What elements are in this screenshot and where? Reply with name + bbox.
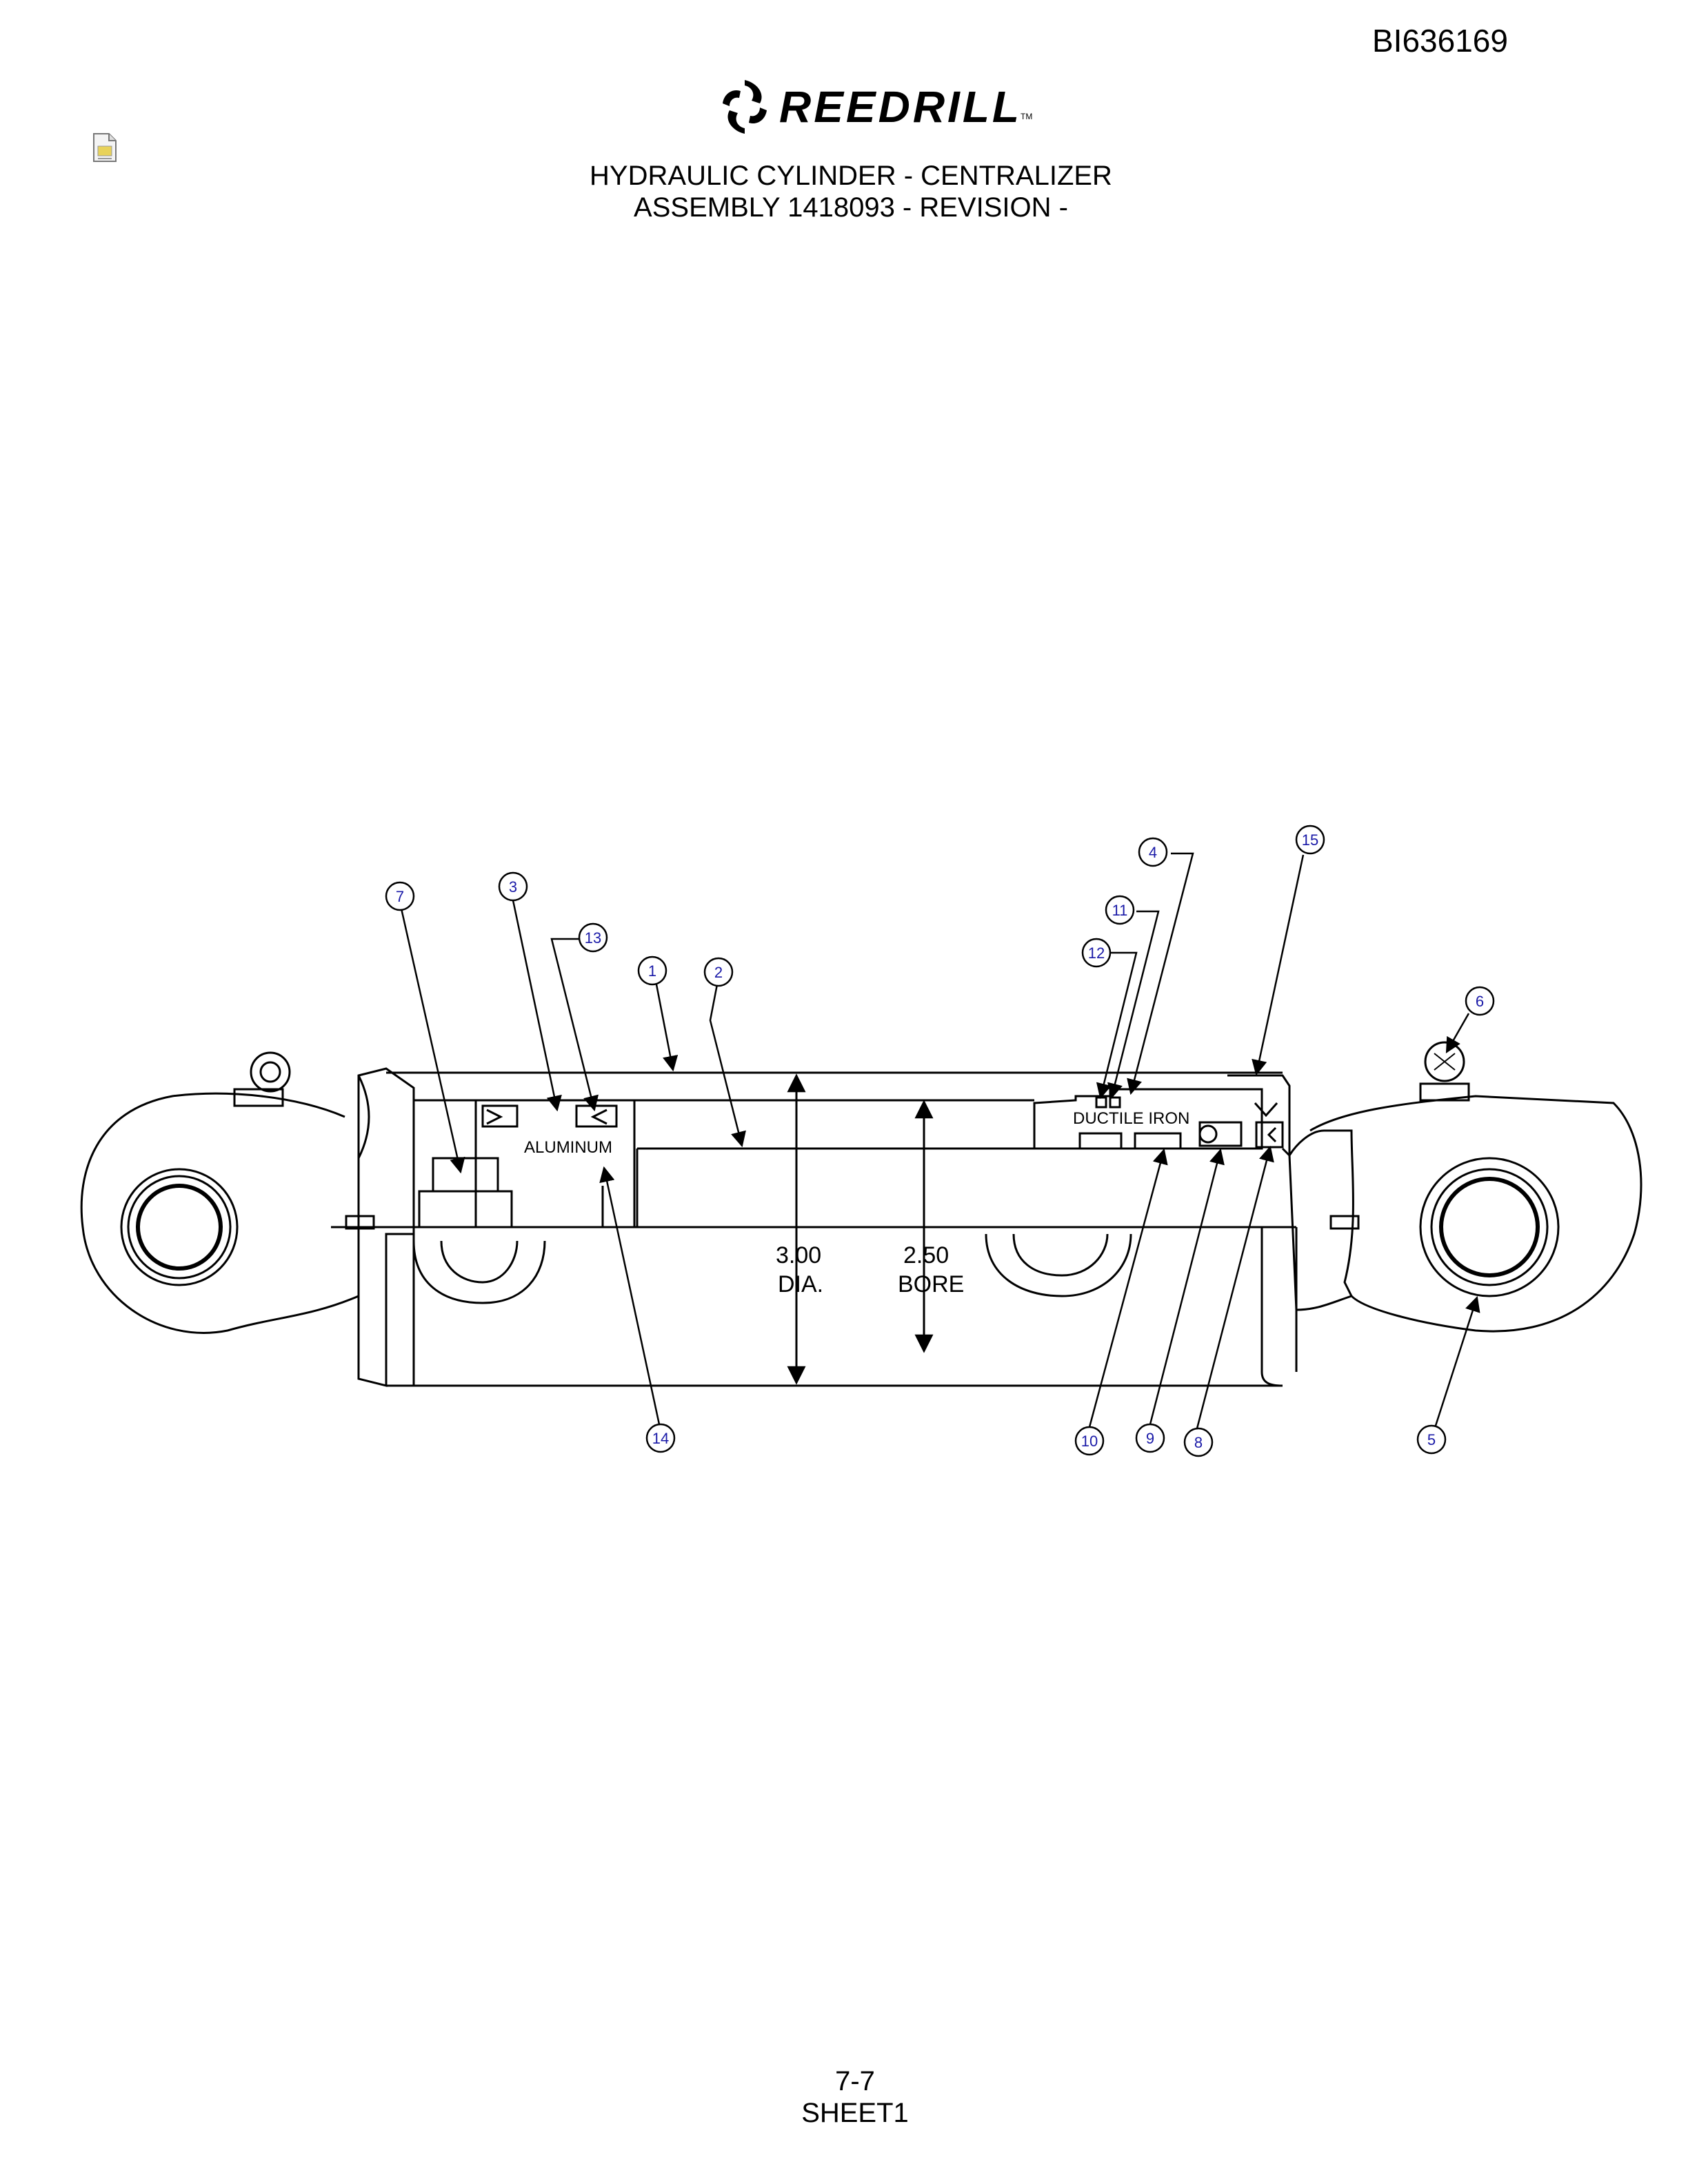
material-label-aluminum: ALUMINUM	[524, 1138, 612, 1157]
drawing-title: HYDRAULIC CYLINDER - CENTRALIZER ASSEMBL…	[0, 160, 1688, 223]
left-bushing-mid	[127, 1175, 232, 1280]
dimension-label-dia: DIA.	[778, 1271, 823, 1297]
title-line-2: ASSEMBLY 1418093 - REVISION -	[634, 192, 1068, 223]
document-icon[interactable]	[91, 132, 119, 163]
callout-1	[637, 956, 667, 986]
callout-label-4: 4	[1149, 844, 1157, 861]
dimension-value-dia: 3.00	[776, 1242, 821, 1268]
right-bushing-outer	[1419, 1157, 1560, 1297]
reedrill-logo-icon	[723, 80, 767, 134]
callout-balloons	[385, 825, 1495, 1457]
right-grease-fitting	[1419, 1082, 1470, 1102]
callout-15	[1295, 825, 1325, 855]
callout-2	[703, 957, 734, 987]
callout-6	[1465, 986, 1495, 1016]
callout-label-1: 1	[648, 962, 656, 980]
material-label-ductile-iron: DUCTILE IRON	[1073, 1109, 1189, 1128]
right-mount-port	[985, 1233, 1132, 1297]
callout-3	[498, 871, 528, 902]
callout-label-13: 13	[585, 929, 601, 947]
callout-14	[645, 1423, 676, 1453]
title-line-1: HYDRAULIC CYLINDER - CENTRALIZER	[590, 161, 1112, 191]
callout-label-14: 14	[652, 1430, 669, 1447]
callout-label-6: 6	[1476, 993, 1484, 1010]
callout-8	[1183, 1427, 1214, 1457]
callout-label-3: 3	[509, 878, 517, 896]
dimension-value-bore: 2.50	[903, 1242, 949, 1268]
callout-label-11: 11	[1112, 902, 1128, 919]
brand-name: REEDRILL	[779, 82, 1022, 132]
callout-5	[1416, 1424, 1447, 1455]
callout-7	[385, 881, 415, 911]
piston	[474, 1099, 636, 1228]
callout-9	[1135, 1423, 1165, 1453]
callout-label-10: 10	[1081, 1433, 1098, 1450]
callout-11	[1105, 895, 1135, 925]
callout-12	[1081, 938, 1112, 968]
callout-label-5: 5	[1427, 1431, 1436, 1448]
right-bushing-mid	[1430, 1168, 1549, 1286]
callout-10	[1074, 1426, 1105, 1456]
callout-4	[1138, 837, 1168, 867]
page-number: 7-7	[835, 2066, 875, 2096]
piston-nut	[432, 1157, 499, 1193]
left-bushing-inner	[136, 1184, 223, 1271]
callout-label-12: 12	[1088, 944, 1105, 962]
sheet-label: SHEET1	[801, 2098, 909, 2128]
callout-label-15: 15	[1302, 831, 1318, 849]
callout-label-2: 2	[714, 964, 723, 981]
right-rod-end	[1288, 1129, 1354, 1311]
left-bushing-outer	[120, 1168, 239, 1286]
brand-logo: REEDRILL TM	[717, 76, 1034, 138]
left-grease-fitting	[233, 1088, 284, 1107]
callout-13	[578, 922, 608, 953]
left-mount-port	[412, 1240, 546, 1304]
callout-label-7: 7	[396, 888, 404, 905]
left-rod-eye	[80, 1092, 359, 1334]
document-id: BI636169	[1372, 23, 1508, 59]
brand-trademark: TM	[1021, 112, 1033, 121]
right-bushing-inner	[1439, 1177, 1540, 1277]
dimension-label-bore: BORE	[898, 1271, 964, 1297]
callout-label-9: 9	[1146, 1430, 1154, 1447]
callout-label-8: 8	[1194, 1434, 1203, 1451]
page-footer: 7-7 SHEET1	[0, 2065, 1688, 2129]
